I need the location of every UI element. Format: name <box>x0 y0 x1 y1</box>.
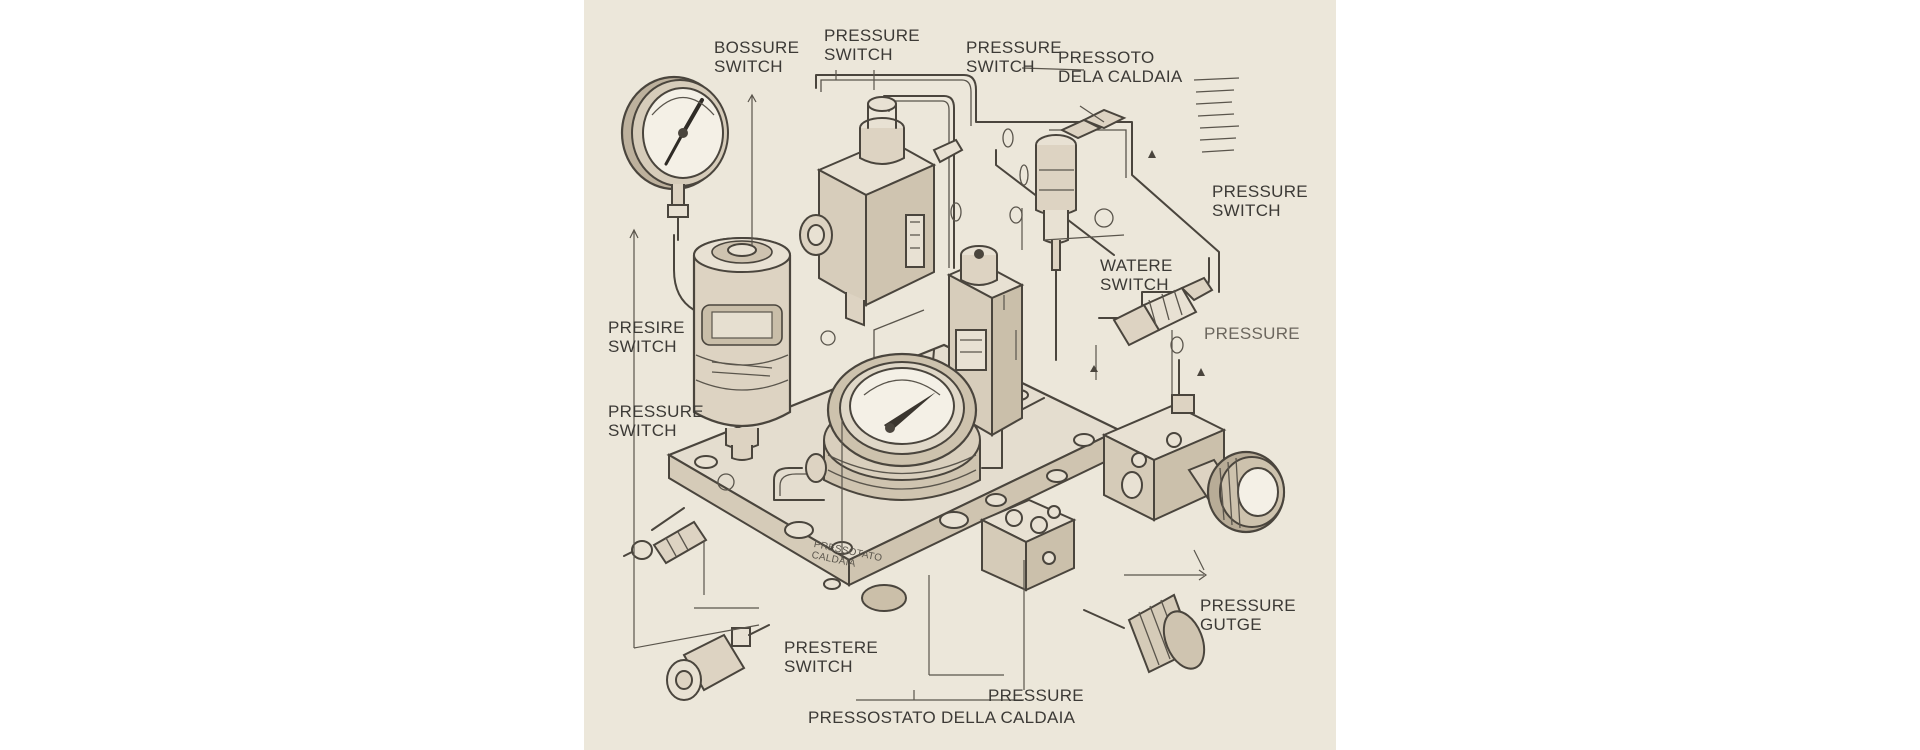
bottom-left-fitting <box>666 624 770 701</box>
cylinder-pressure-switch <box>692 237 792 461</box>
label-bottom-center: PRESSURE <box>988 686 1084 705</box>
annotation-scribbles <box>1193 77 1240 153</box>
horizontal-fitting <box>1112 276 1214 347</box>
wall-pressure-gauge <box>620 75 729 241</box>
callout-markers <box>717 128 1205 491</box>
block-pressure-switch <box>799 96 964 327</box>
valve-block <box>1101 359 1227 522</box>
small-manifold <box>979 498 1077 592</box>
knob-icon <box>1187 450 1286 534</box>
label-right-pressure: PRESSURE <box>1204 324 1300 343</box>
central-pressure-gauge <box>805 352 981 501</box>
pipe-fitting-icon <box>623 520 708 565</box>
pressure-switch-illustration <box>620 67 1286 701</box>
label-bottom-title: PRESSOSTATO DELLA CALDAIA <box>808 708 1076 727</box>
vertical-fitting <box>1035 108 1127 361</box>
spring-fitting <box>1083 593 1206 674</box>
leader-lines <box>629 67 1208 701</box>
